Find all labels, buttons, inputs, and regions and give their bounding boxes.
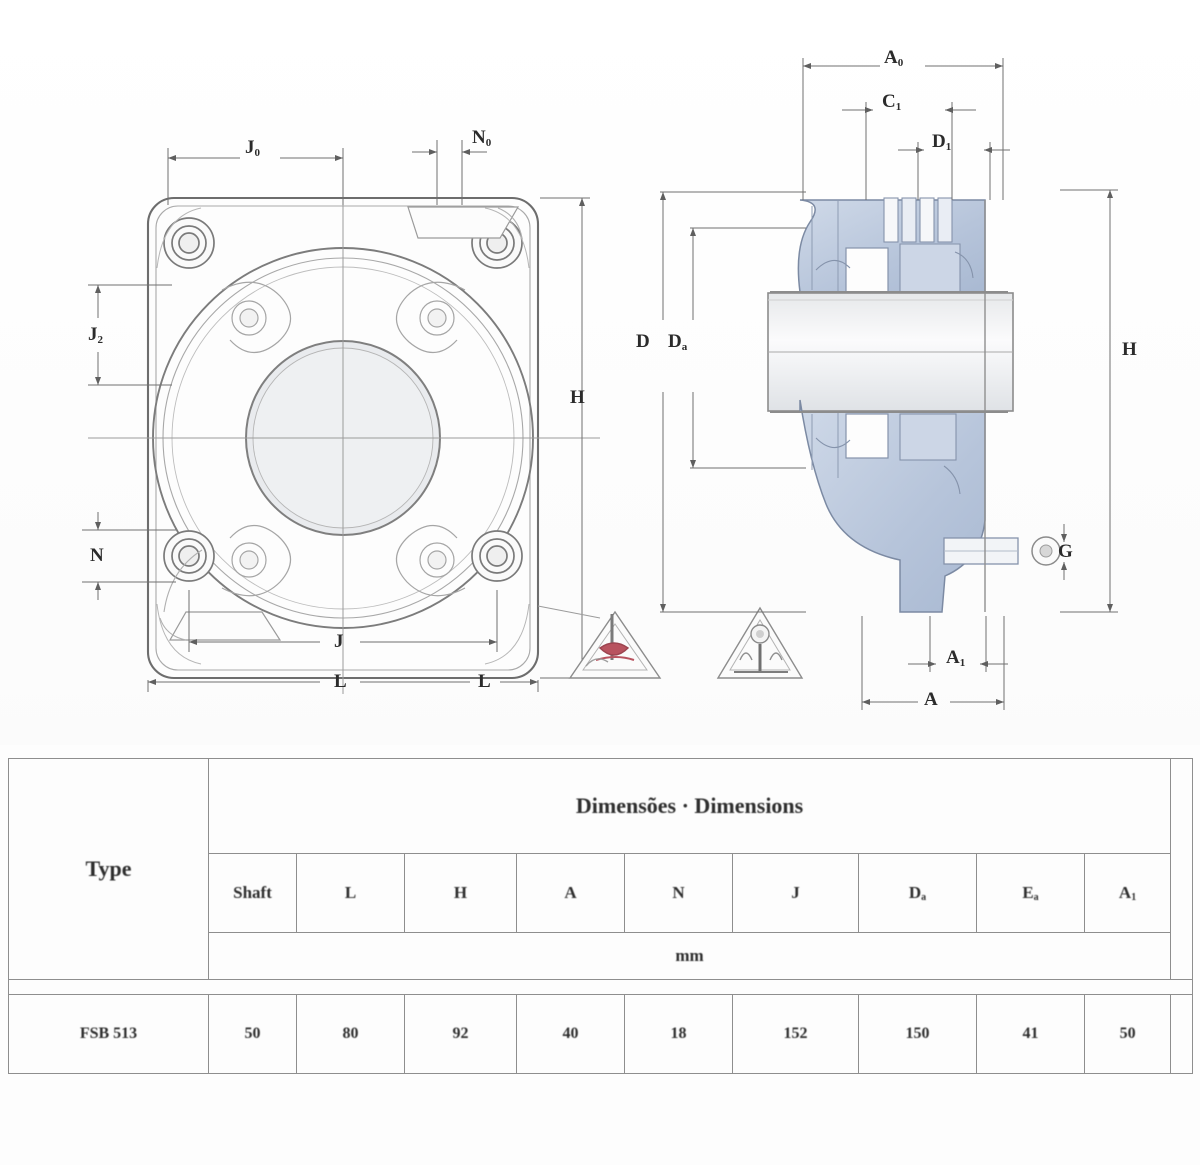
front-view-geometry <box>88 188 600 694</box>
table-tail-cell-data <box>1170 994 1194 1074</box>
dimensions-table-area: Type Dimensões · Dimensions Shaft L H A <box>0 745 1200 1165</box>
table-col-symbol-a: A <box>516 853 625 933</box>
table-spacer-row <box>7 979 1194 995</box>
dimension-label-j2: J2 <box>88 324 103 346</box>
table-col-symbol-shaft: Shaft <box>208 853 297 933</box>
table-row[interactable]: FSB 513 50 80 92 40 18 152 150 41 50 <box>8 994 1194 1074</box>
cell-type: FSB 513 <box>8 994 209 1074</box>
cell-l: 80 <box>296 994 405 1074</box>
table-header-row-symbols: Shaft L H A N J Da <box>9 853 1193 933</box>
side-view-dimension-lines <box>660 58 1118 710</box>
col-symbol-shaft-text: Shaft <box>233 883 272 902</box>
dimension-label-l-right: L <box>478 671 491 692</box>
cell-ea: 41 <box>976 994 1085 1074</box>
dimension-label-da: Da <box>668 331 688 353</box>
dimension-label-h-front: H <box>570 387 585 408</box>
cell-h: 92 <box>404 994 517 1074</box>
cell-a1: 50 <box>1083 994 1172 1074</box>
dimension-label-l: L <box>334 671 347 692</box>
col-symbol-n-text: N <box>672 883 685 902</box>
col-symbol-a1-sub: 1 <box>1131 892 1137 903</box>
dimension-label-n: N <box>90 545 104 566</box>
dimension-label-d1: D1 <box>932 131 952 153</box>
dimension-label-a0: A0 <box>884 47 904 69</box>
table-col-symbol-da: Da <box>858 853 977 933</box>
dimension-label-n0: N0 <box>472 127 492 149</box>
table-header-dimensions: Dimensões · Dimensions <box>207 758 1172 854</box>
dimension-label-j0: J0 <box>245 137 260 159</box>
table-header-row-unit: mm <box>9 932 1193 980</box>
table-col-symbol-j: J <box>732 853 859 933</box>
dimension-label-g: G <box>1058 541 1073 562</box>
cell-j: 152 <box>732 994 859 1074</box>
col-symbol-da-sub: a <box>921 892 927 903</box>
dimension-label-j: J <box>334 631 344 652</box>
table-header-row-top: Type Dimensões · Dimensions <box>8 758 1194 980</box>
table-header-type: Type <box>8 758 209 980</box>
front-view-dimension-lines <box>82 140 590 692</box>
dimension-label-h-side: H <box>1122 339 1137 360</box>
table-col-symbol-h: H <box>404 853 517 933</box>
table-col-symbol-l: L <box>296 853 405 933</box>
dimension-label-c1: C1 <box>882 91 902 113</box>
dimension-label-a: A <box>924 689 938 710</box>
col-symbol-da-text: D <box>908 883 922 902</box>
technical-drawing-area: J0 N0 J2 N H J L L A0 C1 D1 D Da H G A1 … <box>82 47 1137 710</box>
table-spacer-cell <box>7 979 1194 995</box>
cell-da: 150 <box>858 994 977 1074</box>
table-col-symbol-a1: A1 <box>1083 853 1172 933</box>
detail-inset-right <box>716 606 804 679</box>
dimension-label-a1: A1 <box>946 647 966 669</box>
cell-n: 18 <box>624 994 733 1074</box>
col-symbol-h-text: H <box>453 883 468 902</box>
table-col-symbol-ea: Ea <box>976 853 1085 933</box>
col-symbol-ea-text: E <box>1022 883 1034 902</box>
table-unit-row: mm <box>207 932 1172 980</box>
cell-a: 40 <box>516 994 625 1074</box>
cell-shaft: 50 <box>208 994 297 1074</box>
side-view-geometry <box>767 197 1061 613</box>
col-symbol-a-text: A <box>564 883 577 902</box>
table-col-symbol-n: N <box>624 853 733 933</box>
table-tail-cell-header <box>1170 758 1194 980</box>
dimension-label-d: D <box>636 331 650 352</box>
col-symbol-ea-sub: a <box>1033 892 1039 903</box>
detail-inset-left <box>537 605 662 679</box>
col-symbol-l-text: L <box>344 883 357 902</box>
dimensions-table: Type Dimensões · Dimensions Shaft L H A <box>7 758 1194 1074</box>
col-symbol-a1-text: A <box>1118 883 1132 902</box>
col-symbol-j-text: J <box>791 883 800 902</box>
